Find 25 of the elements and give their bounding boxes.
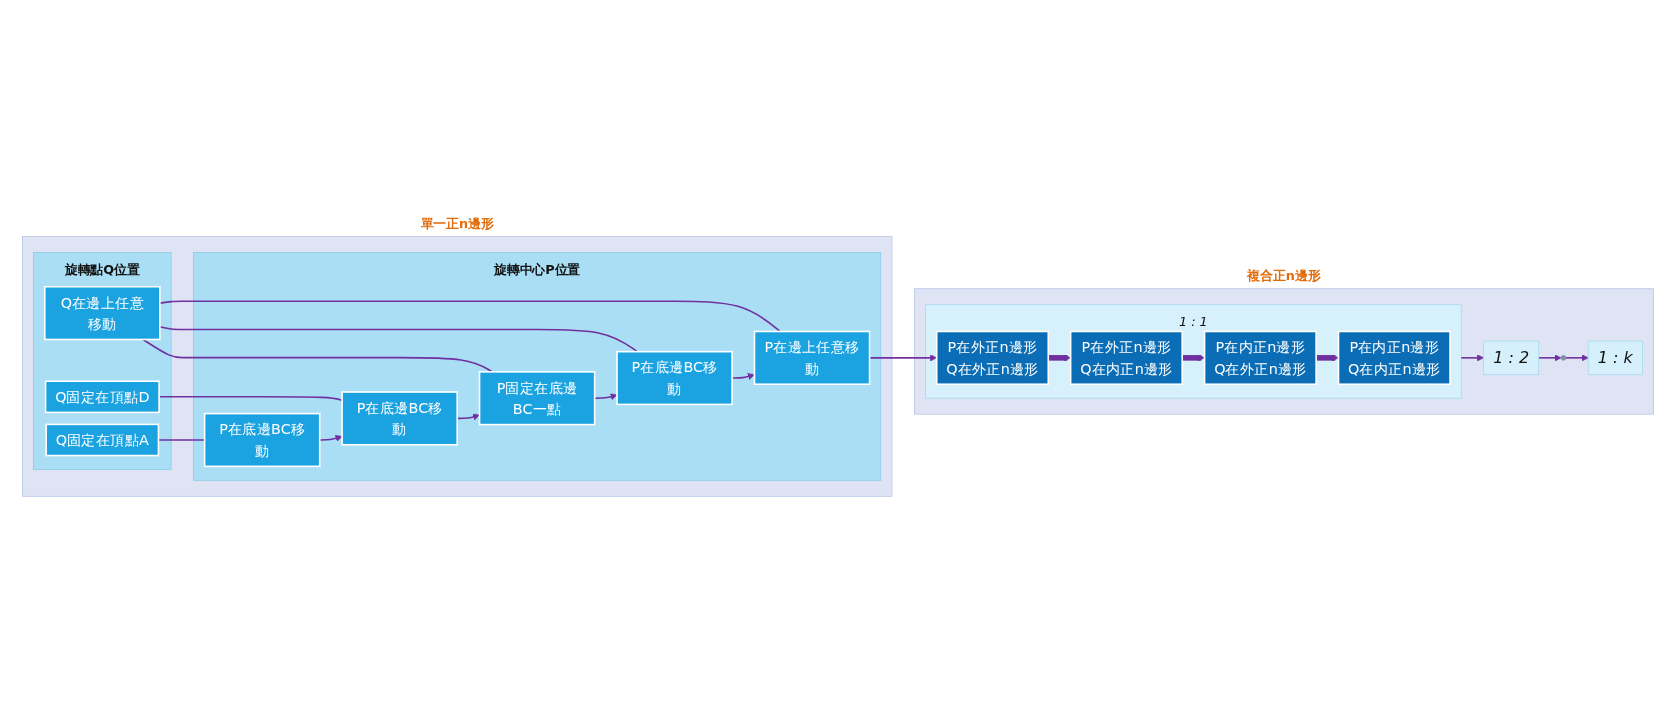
node-circle (1560, 355, 1567, 361)
cluster (913, 288, 1654, 415)
arrow (1537, 354, 1562, 362)
cluster (22, 236, 893, 497)
node-box: Q固定在頂點A (45, 423, 160, 457)
node-box: P在外正n邊形 Q在内正n邊形 (1069, 330, 1183, 386)
node-box: 1 : 2 (1483, 340, 1540, 376)
node-box: Q固定在頂點D (44, 380, 160, 414)
node-box: Q在邊上任意移動 (44, 286, 161, 341)
node-box: P在外正n邊形 Q在外正n邊形 (935, 330, 1050, 386)
arrow (1565, 354, 1589, 362)
connector (159, 300, 781, 333)
node-box: 1 : k (1587, 340, 1643, 376)
node-box: P在邊上任意移動 (753, 330, 871, 386)
node-box: P固定在底邊BC一點 (478, 371, 596, 426)
node-label: 複合正n邊形 (1247, 268, 1321, 284)
node-box: P在底邊BC移動 (203, 412, 321, 468)
arrow (1460, 354, 1484, 362)
node-box: P在底邊BC移動 (341, 391, 458, 446)
node-label: 單一正n邊形 (420, 215, 494, 231)
connector (142, 338, 494, 373)
node-box: P在内正n邊形 Q在外正n邊形 (1203, 330, 1317, 386)
node-box: P在底邊BC移動 (616, 351, 733, 406)
connector (159, 326, 639, 353)
node-box: P在内正n邊形 Q在内正n邊形 (1337, 330, 1451, 386)
